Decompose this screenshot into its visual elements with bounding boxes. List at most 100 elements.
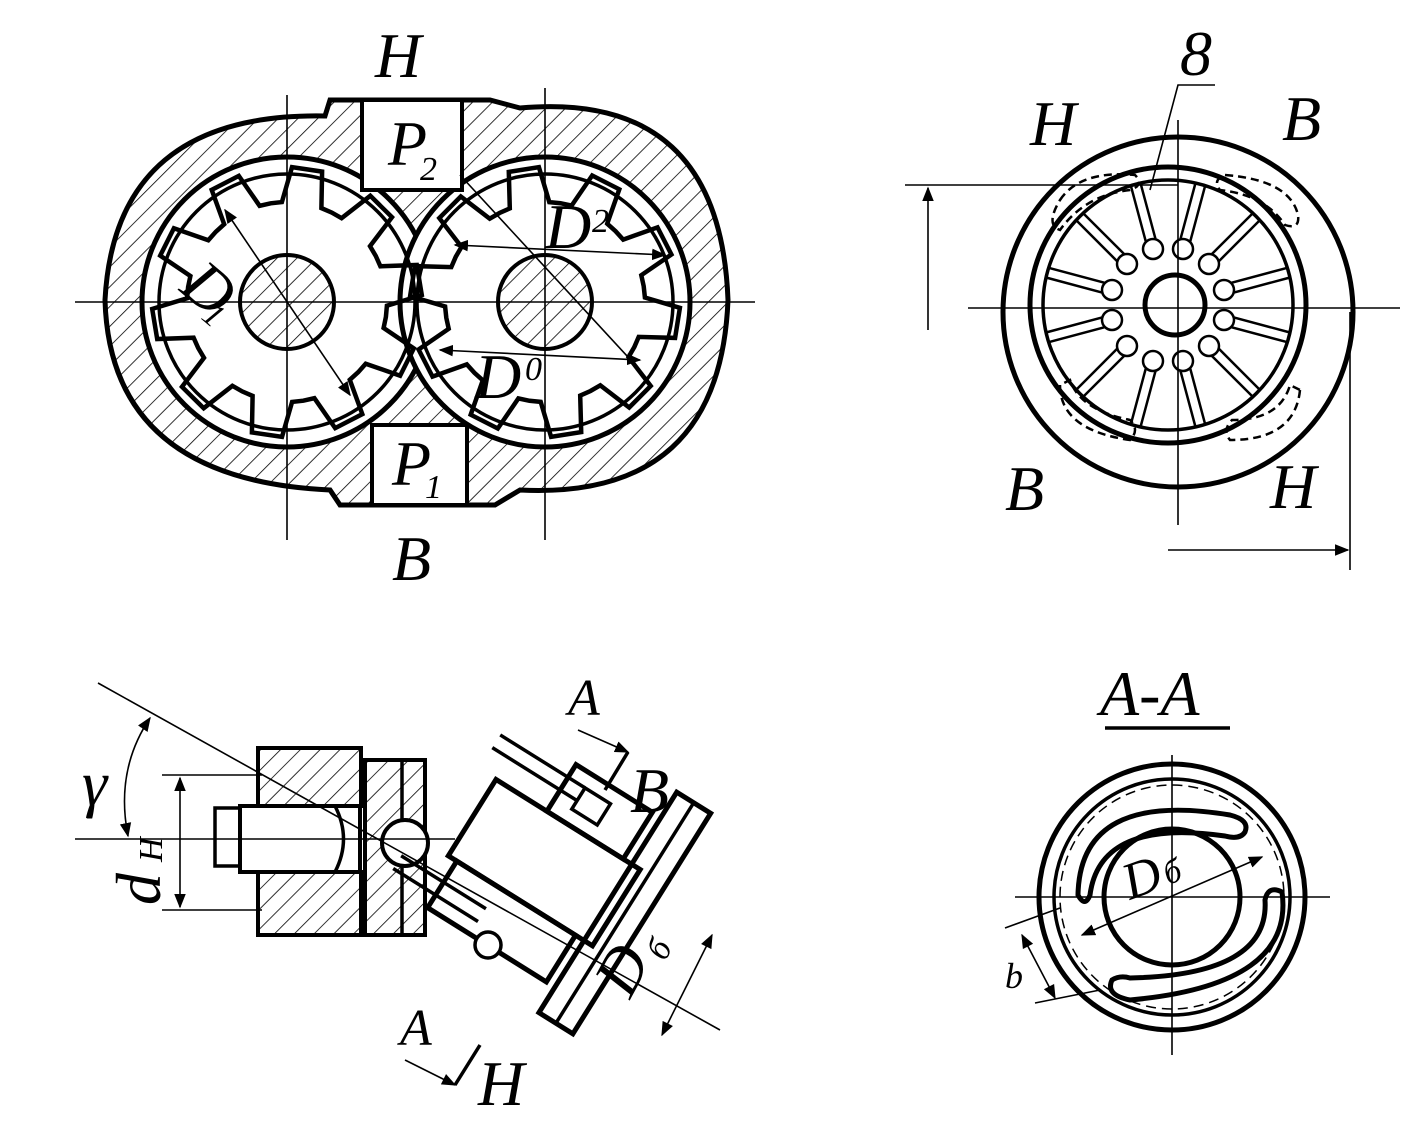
radial-piston-wall xyxy=(1228,276,1291,296)
left-gear xyxy=(149,164,425,440)
radial-piston-wall xyxy=(1129,363,1149,425)
upper-rod xyxy=(499,733,586,790)
dh-label: d xyxy=(103,872,174,905)
aa-b-label: b xyxy=(1005,956,1023,996)
aa-b-dimension xyxy=(1021,933,1056,1000)
swash-plate-line xyxy=(554,801,696,1025)
radial-piston-wall xyxy=(1187,185,1207,247)
tilted-axis-line xyxy=(97,682,721,1031)
suction-port xyxy=(370,423,469,507)
kidney-port-bottom-left xyxy=(1058,378,1137,442)
axial-label-h: Н xyxy=(477,1048,528,1119)
radial-piston-wall xyxy=(1045,314,1108,334)
gear-teeth-outline xyxy=(149,164,425,440)
radial-hub xyxy=(1142,272,1208,338)
p2-subscript: 2 xyxy=(420,151,437,188)
gamma-label: γ xyxy=(82,748,109,819)
gear-label-b: В xyxy=(392,523,431,594)
section-label-a-bottom: A xyxy=(397,1000,432,1057)
section-aa-title: A-A xyxy=(1096,658,1200,729)
gamma-arc xyxy=(119,716,151,838)
upper-rod-2 xyxy=(491,746,579,803)
callout-leader xyxy=(1149,84,1215,191)
radial-piston-wall xyxy=(1048,324,1110,344)
radial-piston-head xyxy=(1171,349,1195,373)
radial-piston-wall xyxy=(1187,363,1207,425)
radial-piston-head xyxy=(1141,349,1165,373)
radial-rotor-inner xyxy=(1041,178,1295,432)
radial-piston-wall xyxy=(1226,266,1288,286)
radial-piston-wall xyxy=(1082,212,1129,259)
radial-piston-wall xyxy=(1139,182,1159,245)
d0-label: D xyxy=(474,341,521,412)
lower-rod-2 xyxy=(392,867,479,923)
d2-dimension xyxy=(453,239,667,261)
radial-rotor xyxy=(1027,164,1309,446)
d1-dimension xyxy=(224,208,351,397)
cylinder-block-bottom xyxy=(256,870,363,937)
radial-piston-wall xyxy=(1129,185,1149,247)
kidney-port-top-right xyxy=(1215,173,1300,228)
radial-piston-head xyxy=(1197,334,1221,358)
radial-piston-wall xyxy=(1207,351,1254,398)
radial-piston-head xyxy=(1100,278,1124,302)
dh-subscript: Н xyxy=(133,835,170,863)
radial-piston-wall xyxy=(1139,365,1159,428)
radial-pistons xyxy=(1045,182,1291,428)
radial-piston-wall xyxy=(1082,351,1129,398)
section-aa-figure: A-A D б b xyxy=(1004,658,1330,1055)
radial-label-b-bottom: В xyxy=(1005,453,1044,524)
ball-joint xyxy=(380,818,430,868)
radial-piston-wall xyxy=(1228,314,1291,334)
radial-label-h-top: Н xyxy=(1029,88,1080,159)
d0-dimension xyxy=(438,344,642,366)
d2-label: D xyxy=(544,191,591,262)
radial-piston-head xyxy=(1115,252,1139,276)
p1-subscript: 1 xyxy=(425,469,442,506)
cylinder-block-top xyxy=(256,746,363,808)
radial-piston-wall xyxy=(1048,266,1110,286)
radial-piston-wall xyxy=(1177,365,1197,428)
radial-piston-head xyxy=(1212,278,1236,302)
p2-label: P xyxy=(387,108,427,179)
section-arrow-top xyxy=(577,729,630,753)
swash-assembly xyxy=(392,733,715,1038)
gear-label-h: Н xyxy=(374,20,425,91)
radial-piston-head xyxy=(1115,334,1139,358)
section-label-a-top: A xyxy=(565,670,600,727)
radial-piston-wall xyxy=(1214,219,1261,266)
radial-label-b-top: В xyxy=(1282,83,1321,154)
radial-pump-figure: 8 Н В В Н xyxy=(905,18,1400,570)
d2-subscript: 2 xyxy=(592,203,609,240)
radial-piston-head xyxy=(1212,308,1236,332)
gear-pump-figure: Н В P 2 P 1 D 1 D 2 D 0 xyxy=(75,20,755,594)
aa-db-dimension xyxy=(1080,856,1264,936)
radial-piston-wall xyxy=(1207,212,1254,259)
section-mark-bottom xyxy=(453,1044,482,1086)
radial-piston-head xyxy=(1100,308,1124,332)
radial-piston-wall xyxy=(1045,276,1108,296)
radial-piston-head xyxy=(1197,252,1221,276)
kidney-port-bottom-right xyxy=(1225,383,1302,442)
axial-label-b: В xyxy=(630,755,669,826)
axial-pump-figure: γ d Н D б A A В Н xyxy=(75,670,721,1119)
d2-leader xyxy=(459,174,641,371)
aa-kidney-slot-lower xyxy=(1108,887,1286,1003)
radial-piston-wall xyxy=(1177,182,1197,245)
lower-ball-joint xyxy=(473,930,503,960)
p1-label: P xyxy=(391,428,431,499)
callout-8: 8 xyxy=(1180,18,1212,89)
discharge-port xyxy=(360,98,464,192)
section-mark-top xyxy=(603,751,630,791)
shaft-stub xyxy=(213,806,242,868)
radial-piston-wall xyxy=(1075,344,1122,391)
radial-piston-head xyxy=(1141,237,1165,261)
section-arrow-bottom xyxy=(404,1059,457,1086)
aa-b-ext-2 xyxy=(1034,989,1101,1004)
lower-rod xyxy=(400,854,487,911)
radial-label-h-bottom: Н xyxy=(1269,451,1320,522)
radial-piston-wall xyxy=(1226,324,1288,344)
d0-subscript: 0 xyxy=(525,351,542,388)
aa-b-ext-1 xyxy=(1004,907,1061,929)
